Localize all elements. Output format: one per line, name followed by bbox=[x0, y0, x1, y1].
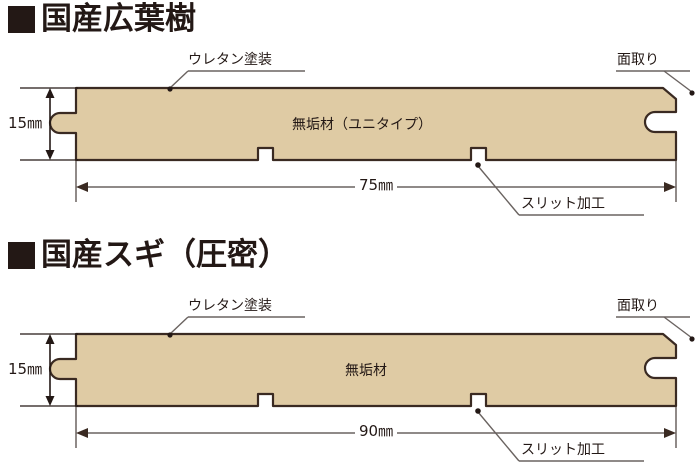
annotation-coating-cedar: ウレタン塗装 bbox=[188, 298, 272, 314]
leader-dot-coating-hardwood bbox=[167, 86, 173, 92]
leader-line-slit-cedar bbox=[477, 411, 520, 462]
board-material-label-cedar: 無垢材 bbox=[345, 363, 387, 379]
arrow-down-thickness-hardwood bbox=[45, 150, 55, 160]
arrow-right-width-cedar bbox=[664, 428, 676, 438]
arrow-right-width-hardwood bbox=[664, 182, 676, 192]
leader-line-slit-hardwood bbox=[477, 165, 520, 216]
section-title-cedar: 国産スギ（圧密） bbox=[8, 240, 289, 271]
dimension-width-hardwood: 75㎜ bbox=[355, 177, 398, 194]
annotation-slit-cedar: スリット加工 bbox=[521, 442, 605, 458]
filled-square-icon bbox=[8, 6, 35, 33]
leader-dot-coating-cedar bbox=[167, 332, 173, 338]
leader-line-coating-hardwood bbox=[169, 70, 189, 89]
board-profile-hardwood bbox=[48, 86, 678, 162]
annotation-chamfer-cedar: 面取り bbox=[617, 298, 659, 314]
leader-dot-chamfer-cedar bbox=[689, 336, 695, 342]
annotation-slit-hardwood: スリット加工 bbox=[521, 196, 605, 212]
arrow-left-width-cedar bbox=[76, 428, 88, 438]
section-title-hardwood: 国産広葉樹 bbox=[8, 4, 196, 35]
board-profile-cedar bbox=[48, 332, 678, 408]
arrow-down-thickness-cedar bbox=[45, 396, 55, 406]
leader-dot-slit-cedar bbox=[475, 408, 481, 414]
dimension-width-cedar: 90㎜ bbox=[355, 423, 398, 440]
section-hardwood: 国産広葉樹 bbox=[4, 3, 695, 216]
leader-dot-chamfer-hardwood bbox=[689, 90, 695, 96]
dimension-thickness-cedar: 15㎜ bbox=[4, 361, 47, 378]
leader-line-chamfer-cedar bbox=[663, 316, 693, 339]
arrow-left-width-hardwood bbox=[76, 182, 88, 192]
dimension-thickness-hardwood: 15㎜ bbox=[4, 115, 47, 132]
section-cedar: 国産スギ（圧密） bbox=[0, 236, 700, 472]
section-title-label: 国産スギ（圧密） bbox=[41, 237, 289, 273]
arrow-up-thickness-cedar bbox=[45, 334, 55, 344]
filled-square-icon bbox=[8, 242, 35, 269]
leader-dot-slit-hardwood bbox=[475, 162, 481, 168]
cedar-drawing bbox=[20, 316, 695, 462]
annotation-coating-hardwood: ウレタン塗装 bbox=[188, 52, 272, 68]
leader-line-coating-cedar bbox=[169, 316, 189, 335]
board-material-label-hardwood: 無垢材（ユニタイプ） bbox=[292, 117, 432, 133]
arrow-up-thickness-hardwood bbox=[45, 88, 55, 98]
hardwood-drawing bbox=[20, 70, 695, 216]
annotation-chamfer-hardwood: 面取り bbox=[617, 52, 659, 68]
section-title-label: 国産広葉樹 bbox=[41, 1, 196, 37]
leader-line-chamfer-hardwood bbox=[663, 70, 693, 93]
